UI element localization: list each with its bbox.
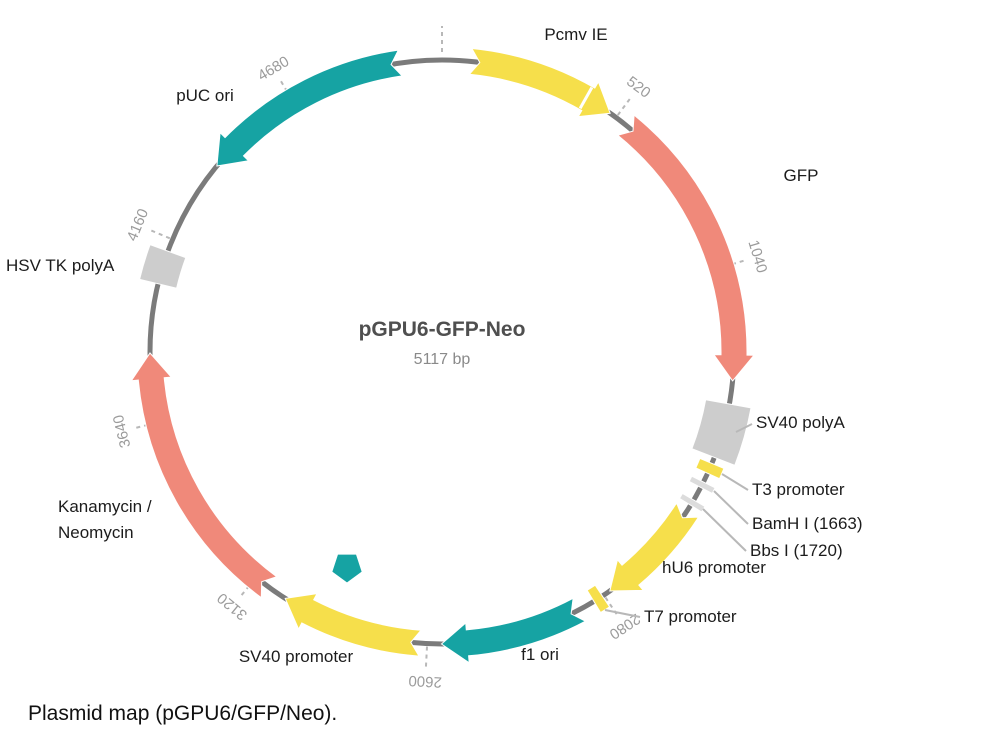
figure-caption: Plasmid map (pGPU6/GFP/Neo). — [28, 702, 338, 725]
plasmid-size-label: 5117 bp — [414, 351, 471, 368]
tick-4160 — [150, 229, 171, 240]
plasmid-title: pGPU6-GFP-Neo — [359, 318, 526, 341]
leader-t7-promoter — [604, 609, 641, 618]
features-group — [130, 47, 756, 664]
label-bbsi-site: Bbs I (1720) — [750, 541, 843, 560]
tick-label-2600: 2600 — [408, 672, 442, 691]
label-sv40-promoter: SV40 promoter — [239, 647, 354, 666]
label-t3-promoter: T3 promoter — [752, 480, 845, 499]
tick-label-4160: 4160 — [124, 206, 153, 243]
leader-bamhi-site — [713, 490, 749, 525]
label-t7-promoter: T7 promoter — [644, 607, 737, 626]
leader-bbsi-site — [702, 508, 747, 552]
feature-hsv-tk-polya — [138, 243, 187, 289]
feature-t7-promoter — [586, 584, 611, 614]
feature-gfp-cds — [616, 114, 756, 382]
feature-divider-pcmv-ie-promoter — [578, 86, 594, 110]
label-kanamycin-neomycin-cds-line-1: Kanamycin / — [58, 497, 152, 516]
feature-kanamycin-neomycin-cds — [130, 352, 278, 599]
feature-f1-ori — [440, 597, 587, 664]
feature-sv40-polya — [691, 399, 752, 466]
feature-puc-ori — [216, 49, 404, 167]
label-pcmv-ie-promoter: Pcmv IE — [544, 25, 607, 44]
label-puc-ori: pUC ori — [176, 86, 234, 105]
tick-label-1040: 1040 — [744, 238, 770, 275]
label-hsv-tk-polya: HSV TK polyA — [6, 256, 115, 275]
label-sv40-polya: SV40 polyA — [756, 413, 845, 432]
tick-520 — [616, 97, 632, 116]
label-kanamycin-neomycin-cds: Kanamycin / Neomycin — [58, 497, 152, 542]
label-bamhi-site: BamH I (1663) — [752, 514, 863, 533]
feature-sv40-promoter — [284, 592, 423, 657]
feature-pcmv-ie-promoter — [468, 47, 611, 118]
leader-t3-promoter — [721, 473, 749, 491]
feature-t3-promoter — [695, 457, 725, 480]
feature-bamhi-site — [688, 475, 716, 495]
tick-label-3120: 3120 — [214, 589, 251, 623]
label-gfp-cds: GFP — [784, 166, 819, 185]
label-hu6-promoter: hU6 promoter — [662, 558, 766, 577]
label-f1-ori: f1 ori — [521, 645, 559, 664]
pentagon-marker — [331, 553, 363, 584]
tick-label-3640: 3640 — [110, 413, 135, 449]
feature-bbsi-site — [678, 492, 706, 513]
tick-2600 — [424, 646, 428, 668]
label-kanamycin-neomycin-cds-line-2: Neomycin — [58, 523, 134, 542]
tick-label-520: 520 — [623, 73, 653, 102]
tick-label-4680: 4680 — [255, 53, 292, 85]
feature-hu6-promoter — [609, 501, 700, 592]
leader-sv40-polya — [735, 423, 753, 433]
leader-lines-group — [604, 423, 753, 618]
